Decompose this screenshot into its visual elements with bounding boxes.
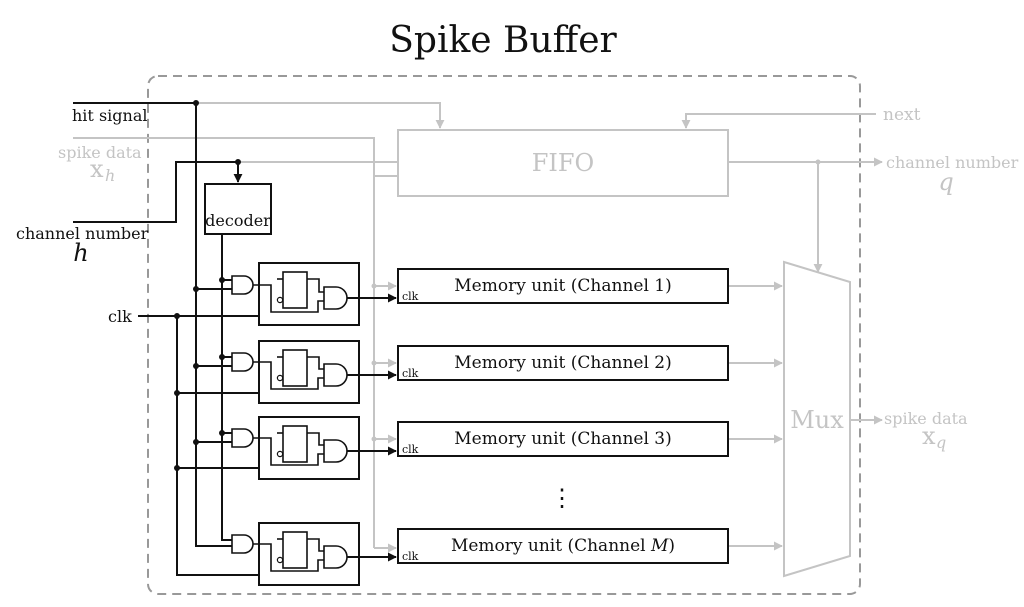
output-x-sub: q [936, 433, 946, 452]
latch [282, 271, 308, 309]
memory-unit-label: Memory unit (Channel 3) [454, 429, 672, 449]
hit-to-fifo-wire [196, 102, 445, 129]
gate-cell-4 [231, 522, 397, 586]
mux-block: Mux [783, 260, 851, 578]
memory-unit-1: Memory unit (Channel 1) clk [397, 268, 729, 304]
memory-unit-label: Memory unit (Channel 1) [454, 276, 672, 296]
memory-clk-label: clk [402, 443, 419, 456]
decoder-output-bus [221, 234, 232, 541]
output-x-var: x [922, 422, 936, 450]
gate-cell-2 [231, 340, 397, 404]
next-wire [681, 113, 876, 129]
input-x-var: x [90, 155, 104, 183]
hit-signal-bus [195, 103, 232, 547]
spike-buffer-boundary [147, 75, 861, 595]
gray-wiring: next [73, 102, 921, 553]
gate-cell-3 [231, 416, 397, 480]
next-label: next [883, 105, 921, 125]
mux-label: Mux [790, 406, 844, 434]
spike-data-bus [73, 137, 375, 548]
input-channel-number-label: channel number [16, 224, 149, 243]
decoder-label: decoder [205, 211, 271, 230]
memory-unit-label: Memory unit (Channel M) [451, 536, 675, 556]
fifo-block: FIFO [397, 129, 729, 197]
gate-cell-1 [231, 262, 397, 326]
memory-clk-label: clk [402, 367, 419, 380]
memory-clk-label: clk [402, 550, 419, 563]
black-wiring [73, 100, 358, 576]
decoder-block: decoder [204, 183, 272, 235]
and-gate-in [231, 275, 254, 295]
input-clk-label: clk [108, 307, 132, 326]
output-spike-data-label: spike data [884, 409, 968, 428]
input-h-var: h [73, 239, 88, 267]
memory-unit-3: Memory unit (Channel 3) clk [397, 421, 729, 457]
fifo-label: FIFO [532, 149, 594, 177]
memory-unit-label: Memory unit (Channel 2) [454, 353, 672, 373]
memory-unit-m: Memory unit (Channel M) clk [397, 528, 729, 564]
memory-unit-2: Memory unit (Channel 2) clk [397, 345, 729, 381]
ellipsis-dots: ⋮ [550, 484, 574, 512]
input-hit-signal-label: hit signal [72, 106, 147, 125]
and-gate-out [323, 286, 348, 310]
spike-data-to-fifo-wire [373, 140, 398, 177]
input-spike-data-label: spike data [58, 143, 142, 162]
memory-clk-label: clk [402, 290, 419, 303]
output-q-var: q [938, 168, 953, 196]
input-x-sub: h [105, 166, 115, 185]
diagram-title: Spike Buffer [389, 20, 617, 61]
output-channel-number-label: channel number [886, 153, 1019, 172]
